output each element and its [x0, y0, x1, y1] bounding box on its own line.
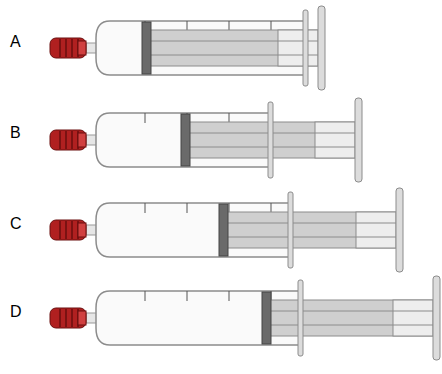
- rod-edge: [227, 223, 396, 224]
- scale-tick: [145, 113, 146, 123]
- cap-rib: [59, 131, 61, 149]
- finger-flange: [298, 280, 303, 356]
- syringe-letter: B: [10, 125, 21, 141]
- cap-rib: [59, 309, 61, 327]
- cap-rib: [65, 131, 67, 149]
- plunger-stopper: [219, 204, 228, 256]
- syringe: [50, 188, 403, 272]
- cap-rib: [65, 309, 67, 327]
- cap-rib: [59, 221, 61, 239]
- cap-collar: [78, 133, 86, 147]
- cap-rib: [71, 221, 73, 239]
- thumb-plate: [318, 6, 325, 90]
- scale-tick: [187, 203, 188, 213]
- plunger-rod: [393, 300, 433, 336]
- plunger-rod: [270, 300, 433, 336]
- cap-rib: [65, 221, 67, 239]
- red-cap: [50, 220, 86, 240]
- syringe-letter: D: [10, 304, 22, 320]
- barrel: [96, 291, 300, 345]
- plunger-rod: [356, 212, 396, 248]
- rod-edge: [270, 325, 433, 326]
- scale-tick: [145, 203, 146, 213]
- syringe-letter: A: [10, 34, 21, 50]
- syringe: [50, 98, 362, 182]
- scale-tick: [187, 291, 188, 301]
- cap-collar: [78, 41, 86, 55]
- scale-tick: [145, 291, 146, 301]
- red-cap: [50, 130, 86, 150]
- cap-collar: [78, 223, 86, 237]
- rod-edge: [227, 237, 396, 238]
- cap-rib: [59, 39, 61, 57]
- finger-flange: [303, 10, 308, 86]
- cap-collar: [78, 311, 86, 325]
- thumb-plate: [355, 98, 362, 182]
- scale-tick: [229, 291, 230, 301]
- finger-flange: [268, 102, 273, 178]
- red-cap: [50, 308, 86, 328]
- syringe: [50, 6, 325, 90]
- rod-edge: [270, 311, 433, 312]
- plunger-stopper: [181, 114, 190, 166]
- plunger-rod: [278, 30, 318, 66]
- syringe-letter: C: [10, 216, 22, 232]
- rod-edge: [150, 55, 318, 56]
- plunger-stopper: [142, 22, 151, 74]
- thumb-plate: [396, 188, 403, 272]
- plunger-rod: [315, 122, 355, 158]
- syringe: [50, 276, 440, 360]
- thumb-plate: [433, 276, 440, 360]
- plunger-rod: [150, 30, 318, 66]
- cap-rib: [65, 39, 67, 57]
- red-cap: [50, 38, 86, 58]
- plunger-rod: [227, 212, 396, 248]
- plunger-stopper: [262, 292, 271, 344]
- cap-rib: [71, 131, 73, 149]
- rod-edge: [150, 41, 318, 42]
- finger-flange: [288, 192, 293, 268]
- cap-rib: [71, 309, 73, 327]
- cap-rib: [71, 39, 73, 57]
